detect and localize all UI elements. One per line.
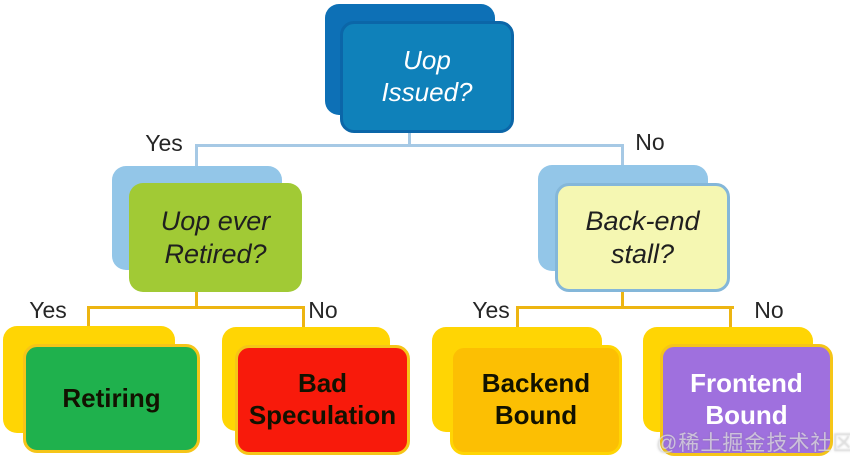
connector-retired-yes-drop — [87, 306, 90, 328]
node-backend-stall-label: Back-end stall? — [585, 205, 700, 269]
connector-stall-horizontal — [516, 306, 734, 309]
connector-retired-horizontal — [87, 306, 305, 309]
node-uop-issued-label: Uop Issued? — [381, 45, 473, 107]
node-uop-issued: Uop Issued? — [340, 21, 514, 133]
watermark-text: @稀土掘金技术社区 — [656, 432, 850, 455]
branch-label-retired-yes: Yes — [29, 297, 67, 323]
node-uop-ever-retired-label: Uop ever Retired? — [160, 205, 271, 269]
node-backend-bound-label: Backend Bound — [481, 368, 591, 430]
connector-retired-no-drop — [302, 306, 305, 329]
connector-root-stem — [408, 131, 411, 147]
connector-stall-stem — [621, 290, 624, 309]
node-frontend-bound-label: Frontend Bound — [690, 368, 803, 430]
node-bad-speculation-label: Bad Speculation — [248, 368, 397, 430]
branch-label-retired-no: No — [308, 297, 338, 323]
node-backend-stall: Back-end stall? — [555, 183, 730, 292]
node-frontend-bound: Frontend Bound — [660, 344, 833, 456]
branch-label-stall-no: No — [754, 297, 784, 323]
node-retiring-label: Retiring — [62, 382, 161, 413]
branch-label-root-no: No — [635, 129, 665, 155]
node-uop-ever-retired: Uop ever Retired? — [129, 183, 302, 292]
node-retiring: Retiring — [23, 344, 200, 453]
connector-stall-no-drop — [729, 306, 732, 329]
branch-label-root-yes: Yes — [145, 130, 183, 156]
connector-retired-stem — [195, 290, 198, 309]
connector-root-no-drop — [621, 144, 624, 167]
connector-stall-yes-drop — [516, 306, 519, 329]
branch-label-stall-yes: Yes — [472, 297, 510, 323]
connector-root-horizontal — [195, 144, 624, 147]
node-backend-bound: Backend Bound — [450, 345, 622, 455]
connector-root-yes-drop — [195, 144, 198, 168]
node-bad-speculation: Bad Speculation — [235, 345, 410, 455]
